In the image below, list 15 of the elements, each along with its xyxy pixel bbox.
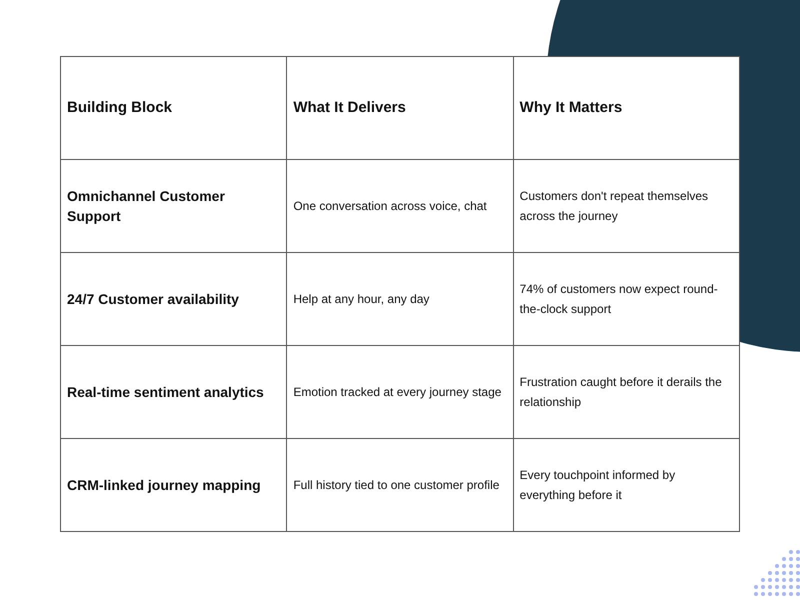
table-cell: Customers don't repeat themselves across the journey (513, 160, 740, 252)
table-cell: One conversation across voice, chat (286, 160, 514, 252)
table-cell: Emotion tracked at every journey stage (286, 346, 514, 438)
table-cell: Frustration caught before it derails the relationship (513, 346, 740, 438)
column-header: What It Delivers (286, 56, 514, 160)
column-header: Building Block (60, 56, 287, 160)
row-header: Omnichannel Customer Support (60, 160, 287, 252)
table-cell: Help at any hour, any day (286, 252, 514, 346)
table-cell: Full history tied to one customer profile (286, 438, 514, 532)
row-header: CRM-linked journey mapping (60, 438, 287, 532)
row-header: Real-time sentiment analytics (60, 346, 287, 438)
column-header: Why It Matters (513, 56, 740, 160)
table-cell: Every touchpoint informed by everything before it (513, 438, 740, 532)
table-cell: 74% of customers now expect round-the-clock support (513, 252, 740, 346)
row-header: 24/7 Customer availability (60, 252, 287, 346)
